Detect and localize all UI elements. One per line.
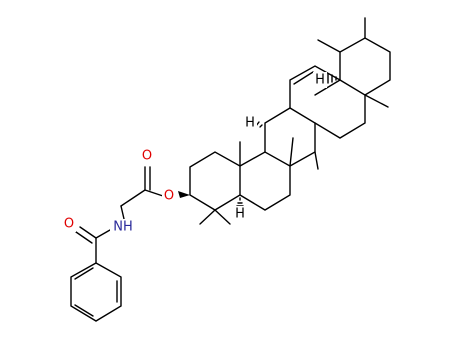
- hashed-bond-h-ring-b: [236, 197, 244, 207]
- glycine-linker-bonds: [120, 166, 164, 220]
- atom-label-o-ester: O: [162, 188, 176, 204]
- svg-text:O: O: [164, 189, 174, 204]
- svg-text:H: H: [245, 116, 255, 131]
- svg-text:H: H: [315, 73, 325, 88]
- atom-label-o-carbonyl-ester: O: [140, 148, 154, 164]
- ring-e-bonds: [317, 17, 391, 108]
- ring-c-bonds: [264, 107, 319, 170]
- svg-text:NH: NH: [113, 220, 133, 235]
- ring-a-bonds: [189, 141, 241, 225]
- atom-label-h-ring-a: H: [233, 206, 247, 222]
- svg-text:H: H: [235, 207, 245, 222]
- ring-d-bonds: [289, 65, 366, 139]
- atom-label-h-ring-e: H: [313, 72, 327, 88]
- wedge-bond-c3-o: [178, 191, 190, 198]
- hashed-bond-h-ring-e: [327, 73, 337, 84]
- atom-label-nh: NH: [110, 219, 136, 235]
- atom-label-o-amide: O: [62, 216, 76, 232]
- svg-text:O: O: [142, 149, 152, 164]
- svg-text:O: O: [64, 217, 74, 232]
- ring-b-bonds: [239, 151, 291, 211]
- benzoyl-group-bonds: [70, 226, 122, 322]
- atom-label-h-ring-c: H: [243, 115, 257, 131]
